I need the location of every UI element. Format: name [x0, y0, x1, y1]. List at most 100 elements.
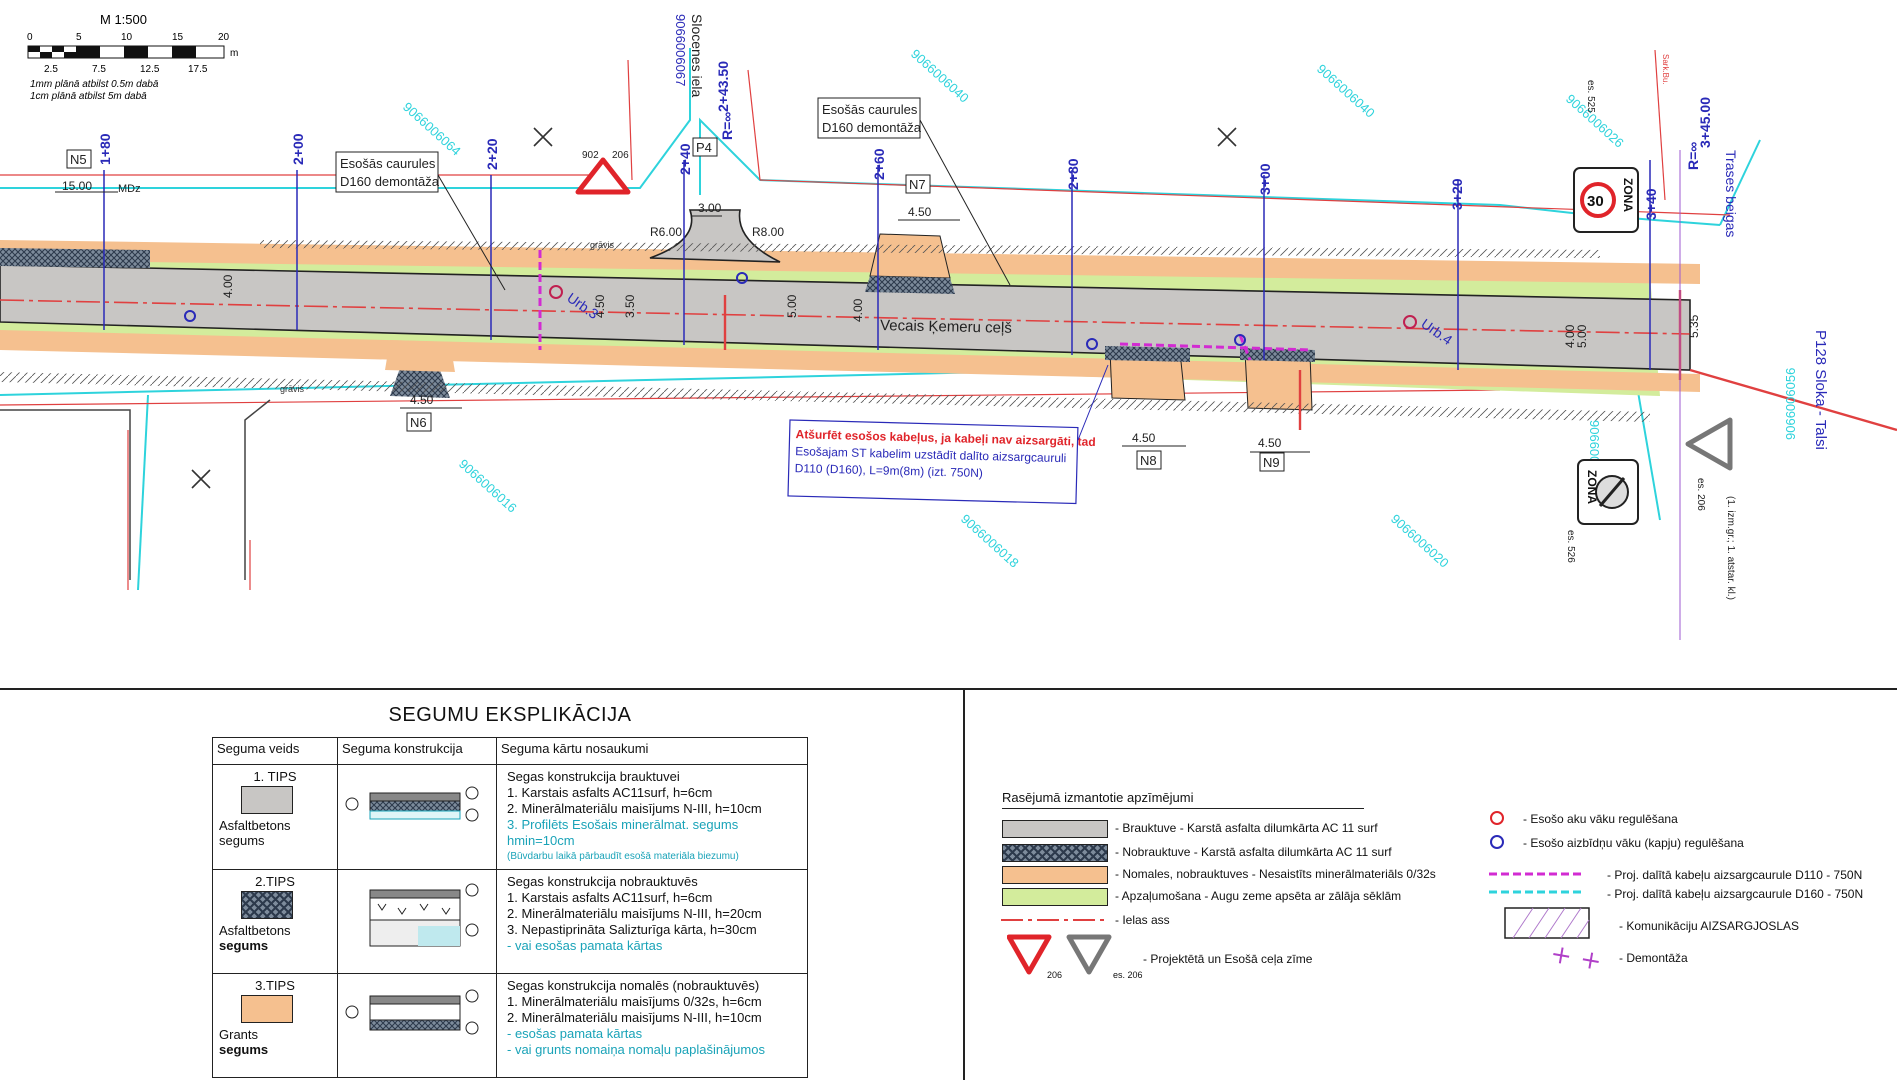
construction-section-icon: [369, 883, 479, 947]
layer-item: 2. Minerālmateriālu maisījums N-III, h=1…: [507, 801, 762, 816]
scale-tick: 15: [172, 32, 184, 43]
sign-code: es. 526: [1565, 530, 1576, 563]
callout-text: D160 demontāža: [822, 120, 922, 135]
layer-note: (Būvdarbu laikā pārbaudīt esošā materiāl…: [507, 851, 739, 862]
parcel-number: 9066006064: [400, 99, 464, 159]
side-street-label: Slocenes iela: [689, 14, 705, 97]
scale-tick: 2.5: [44, 64, 58, 75]
legend-item: - Proj. dalītā kabeļu aizsargcaurule D16…: [1607, 887, 1864, 901]
station-label: 2+60: [871, 148, 887, 180]
type-name: segums: [219, 938, 269, 953]
dimension-label: 4.50: [410, 393, 434, 407]
station-label: 3+45.00: [1697, 97, 1713, 148]
road-plan-drawing: M 1:500 0 5 10 15 20 m 2.5 7.5 12.5 17.5…: [0, 12, 1897, 640]
mdz-label: MDz: [118, 183, 141, 195]
surface-table: Seguma veids Seguma konstrukcija Seguma …: [212, 737, 808, 1078]
scale-title: M 1:500: [100, 12, 147, 27]
r-mark: R=∞: [1685, 142, 1701, 170]
node-label: P4: [696, 140, 712, 155]
sign-code: es. 525: [1585, 80, 1596, 113]
node-label: N9: [1263, 455, 1280, 470]
x-marker-icon: [1217, 127, 1237, 147]
legend-swatch-carriageway: [1002, 820, 1108, 838]
column-header: Seguma veids: [212, 737, 338, 765]
node-label: N7: [909, 177, 926, 192]
side-street-id: 9066006067: [673, 14, 688, 86]
construction-title: Segas konstrukcija nobrauktuvēs: [507, 874, 698, 889]
type-name: segums: [219, 1042, 269, 1057]
layer-item: 2. Minerālmateriālu maisījums N-III, h=1…: [507, 1010, 762, 1025]
node-label: N8: [1140, 453, 1157, 468]
scale-tick: 12.5: [140, 64, 160, 75]
manhole-icon: [549, 285, 563, 299]
dimension-label: 4.50: [1132, 431, 1156, 445]
dimension-label: 5.00: [1575, 324, 1589, 348]
type-label: 2.TIPS: [255, 874, 295, 889]
valve-icon: [736, 272, 748, 284]
sign-label: 206: [1047, 970, 1063, 980]
construction-title: Segas konstrukcija brauktuvei: [507, 769, 680, 784]
existing-yield-sign-icon: es. 206 (1. izm.gr.; 1. atstar. kl.): [1685, 417, 1736, 600]
construction-section-icon: [345, 989, 479, 1035]
parcel-number: 9066006020: [1388, 511, 1452, 571]
gravis-label: grāvis: [590, 240, 615, 250]
surface-explanation-title: SEGUMU EKSPLIKĀCIJA: [388, 704, 632, 726]
table-header-row: Seguma veids Seguma konstrukcija Seguma …: [212, 737, 808, 765]
legend-item: - Komunikāciju AIZSARGJOSLAS: [1619, 919, 1800, 933]
callout-text: D160 demontāža: [340, 174, 440, 189]
dimension-label: 4.50: [593, 294, 607, 318]
scale-note: 1cm plānā atbilst 5m dabā: [30, 91, 147, 102]
station-label: 2+20: [484, 138, 500, 170]
road-name: Vecais Ķemeru ceļš: [880, 317, 1012, 337]
type-name: Asfaltbetons: [219, 923, 291, 938]
legend-title: Rasējumā izmantotie apzīmējumi: [1002, 790, 1194, 805]
station-label: 2+43.50: [715, 61, 731, 112]
legend-swatch-shoulder: [1002, 866, 1108, 884]
type-cell: 3.TIPS Grants segums: [212, 973, 338, 1078]
station-label: 2+80: [1065, 158, 1081, 190]
scale-tick: 5: [76, 32, 82, 43]
road-signs-legend-icon: [1007, 934, 1112, 975]
column-header: Seguma kārtu nosaukumi: [496, 737, 808, 765]
sign-code: 902: [582, 150, 599, 161]
scale-tick: 17.5: [188, 64, 208, 75]
surface-explanation: SEGUMU EKSPLIKĀCIJA Seguma veids Seguma …: [212, 700, 808, 1078]
centerline-swatch: [1001, 919, 1107, 921]
cable-warning-note: Atšurfēt esošos kabeļus, ja kabeļi nav a…: [787, 364, 1109, 505]
protection-zone-legend-icon: [1504, 907, 1590, 939]
scale-tick: 0: [27, 32, 33, 43]
layer-item: 1. Karstais asfalts AC11surf, h=6cm: [507, 785, 713, 800]
table-row: 3.TIPS Grants segums Segas konstrukcija …: [212, 973, 808, 1078]
manhole-legend-icon: [1490, 811, 1504, 849]
legend-title-underline: [1002, 808, 1364, 809]
warning-line: D110 (D160), L=9m(8m) (izt. 750N): [795, 461, 983, 480]
dimension-label: 3.00: [698, 201, 722, 215]
type-label: 1. TIPS: [253, 769, 297, 784]
scale-unit: m: [230, 48, 238, 59]
callout-text: Esošās caurules: [340, 156, 436, 171]
dimension-label: 4.50: [908, 205, 932, 219]
cable-pipe-legend-icon: [1489, 872, 1583, 894]
gravel-swatch: [241, 995, 293, 1023]
sign-code: es. 206: [1695, 478, 1706, 511]
construction-section-icon: [345, 786, 479, 822]
layers-cell: Segas konstrukcija nomalēs (nobrauktuvēs…: [496, 973, 808, 1078]
sign-code: 206: [612, 150, 629, 161]
type-cell: 1. TIPS Asfaltbetons segums: [212, 764, 338, 870]
legend-item: - Nomales, nobrauktuves - Nesaistīts min…: [1115, 867, 1436, 881]
radius-label: R6.00: [650, 225, 682, 239]
dimension-label: 5.35: [1687, 314, 1701, 338]
x-marker-icon: [533, 127, 553, 147]
type-name: Asfaltbetons: [219, 818, 291, 833]
zona-label: ZONA: [1585, 470, 1599, 504]
parcel-number: 9066006040: [1314, 61, 1378, 121]
type-label: 3.TIPS: [255, 978, 295, 993]
scale-tick: 7.5: [92, 64, 106, 75]
zona-label: ZONA: [1621, 178, 1635, 212]
legend-item: - Nobrauktuve - Karstā asfalta dilumkārt…: [1115, 845, 1392, 859]
legend-item: - Esošo aizbīdņu vāku (kapju) regulēšana: [1523, 836, 1744, 850]
type-name: Grants: [219, 1027, 259, 1042]
sheet-divider: [963, 690, 965, 1080]
parcel-number: 9066006016: [456, 456, 520, 516]
scale-tick: 10: [121, 32, 133, 43]
